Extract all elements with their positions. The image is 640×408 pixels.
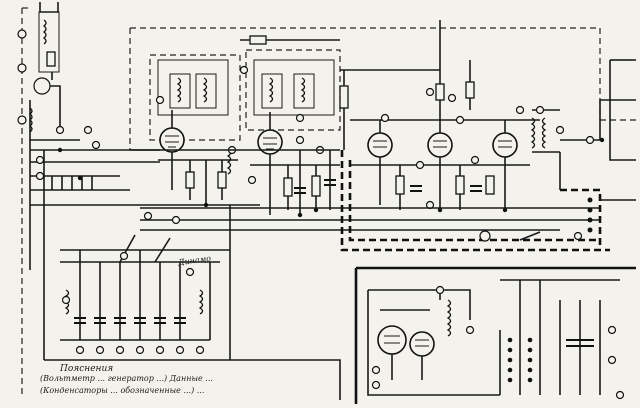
vacuum-tube-1 <box>159 127 185 153</box>
vacuum-tube-3 <box>367 132 393 158</box>
note-line-1: (Вольтметр ... генератор ...) Данные ... <box>40 374 213 383</box>
switch-bank <box>44 205 341 400</box>
meter-symbol <box>33 77 51 95</box>
vacuum-tube-5 <box>492 132 518 158</box>
rectifier-tube-2 <box>409 331 435 357</box>
bus-lines <box>130 149 636 252</box>
stage-1-tube-section <box>149 54 257 208</box>
left-input-section <box>17 2 260 360</box>
power-supply-panel <box>354 266 636 404</box>
note-line-2: (Конденсаторы ... обозначенные ...) ... <box>40 386 205 395</box>
output-section <box>559 59 636 190</box>
stage-2-tube-section <box>240 35 341 218</box>
rectifier-tube <box>377 325 407 355</box>
notes-title: Пояснения <box>60 364 114 374</box>
vacuum-tube-4 <box>427 132 453 158</box>
outer-dashed-enclosure <box>21 7 636 395</box>
lamp-symbol <box>479 230 491 242</box>
stage-3-to-5-tubes <box>339 20 565 213</box>
